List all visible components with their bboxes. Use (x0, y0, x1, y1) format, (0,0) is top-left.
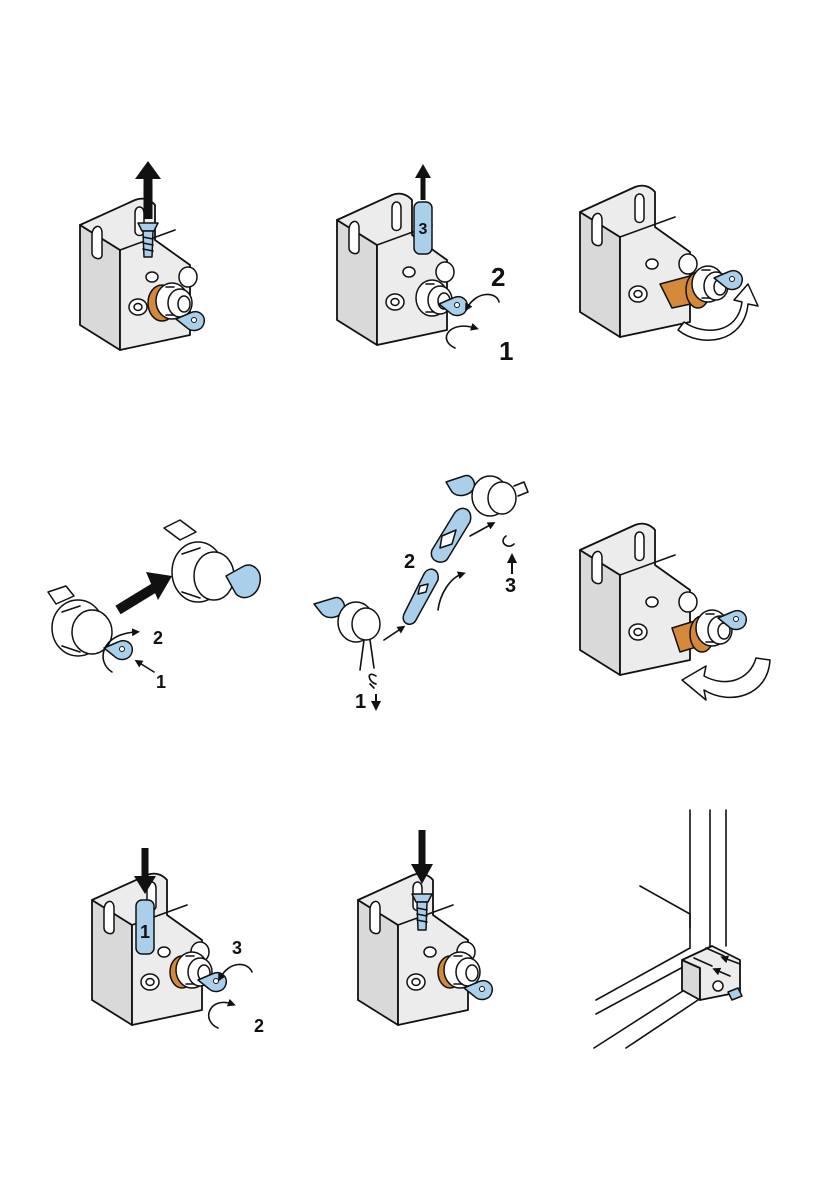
step-insert-tool-turn-key-back: 1 3 2 (92, 848, 264, 1036)
arrow-icon (415, 164, 431, 200)
rotate-arrow-2 (467, 294, 499, 308)
circlip-icon (503, 536, 514, 546)
step-transfer-cam: 1 2 3 (314, 476, 528, 713)
cam-icon (403, 569, 438, 624)
label-3: 3 (419, 221, 428, 238)
label-1: 1 (156, 672, 166, 692)
label-1: 1 (499, 336, 513, 366)
rotate-arrow-1 (446, 326, 475, 348)
step-pull-lock-out (580, 186, 758, 341)
hinge-housing-icon (682, 946, 742, 1000)
label-2: 2 (153, 628, 163, 648)
arrow-icon (118, 572, 172, 610)
label-3: 3 (505, 575, 516, 597)
step-insert-tool-turn-key: 3 2 1 (337, 164, 513, 366)
label-2: 2 (254, 1016, 264, 1036)
old-lock-cylinder-icon (48, 586, 112, 656)
circlip-icon (369, 674, 376, 688)
step-turn-key-swap-lock: 2 1 (48, 520, 260, 692)
pin-tool-icon: 3 (414, 202, 432, 254)
new-lock-cylinder-icon (164, 520, 234, 602)
pin-tool-icon: 1 (136, 900, 154, 954)
cam-icon (431, 508, 470, 562)
label-3: 3 (232, 938, 242, 958)
cylinder-bottom-icon (314, 598, 380, 670)
step-fitted-on-cabinet (594, 810, 742, 1048)
step-refit-screw (358, 830, 492, 1025)
label-2: 2 (404, 551, 415, 573)
label-1: 1 (140, 922, 150, 942)
step-remove-screw (80, 161, 204, 350)
label-1: 1 (355, 691, 366, 713)
curved-arrow-icon (682, 658, 770, 700)
label-2: 2 (491, 262, 505, 292)
step-insert-lock (580, 524, 770, 700)
